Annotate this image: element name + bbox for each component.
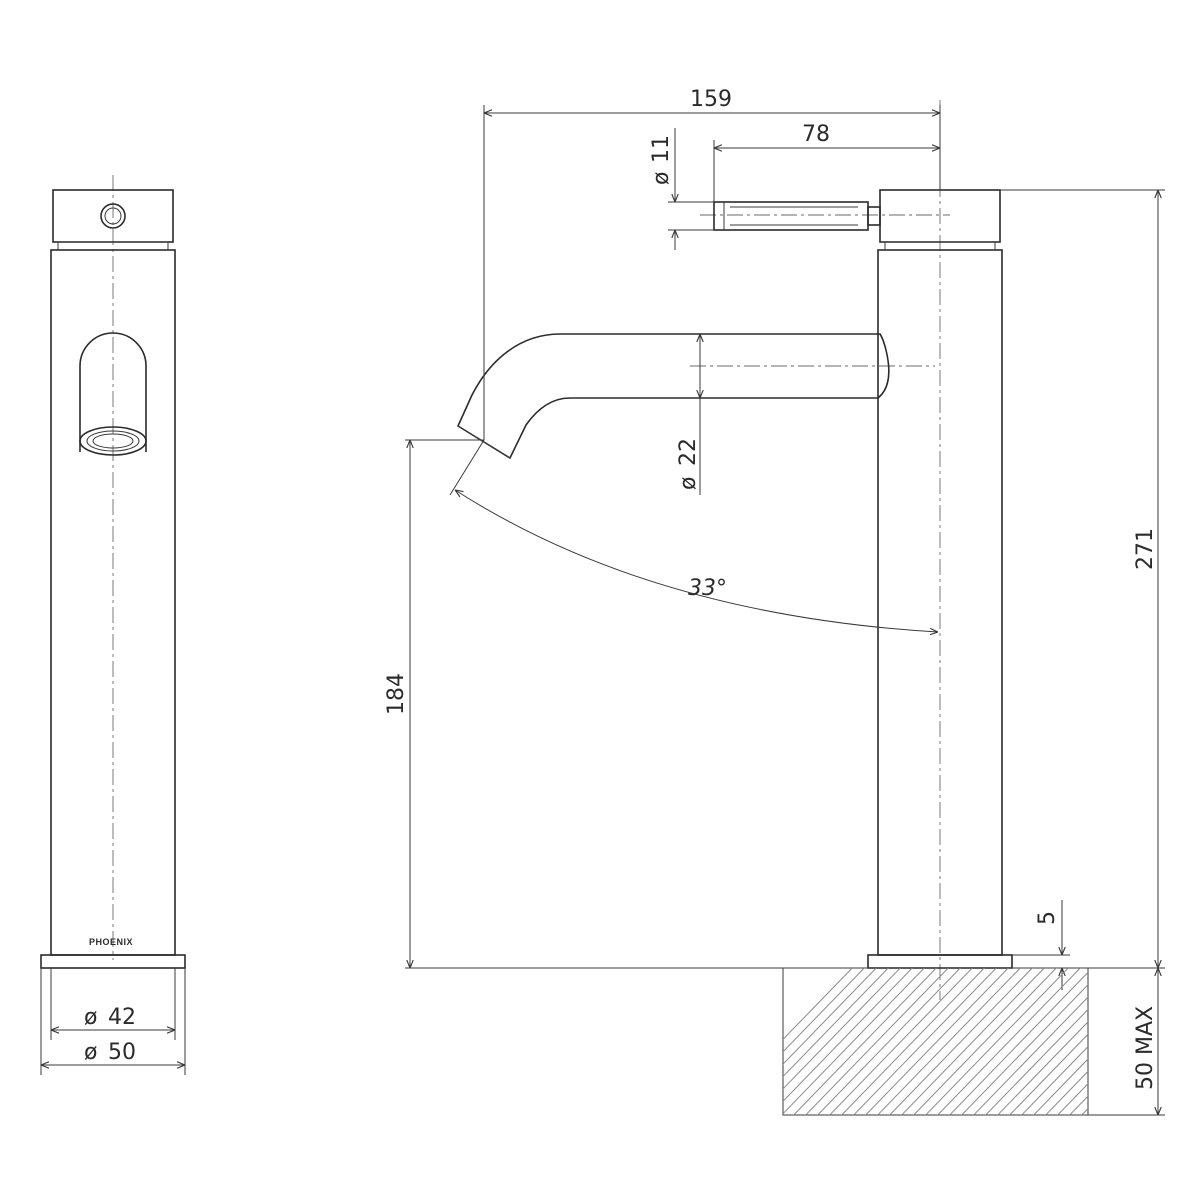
hatch-line bbox=[973, 996, 1088, 1115]
dim-spout-height: 184 bbox=[384, 673, 409, 715]
dim-base-inner-diameter: 42 bbox=[108, 1005, 136, 1030]
pin-handle-lever bbox=[713, 201, 869, 231]
dim-spout-diameter: 22 bbox=[676, 438, 701, 466]
hatch-line bbox=[1033, 1058, 1088, 1115]
diameter-symbol-icon: ø bbox=[649, 172, 674, 185]
dim-handle-diameter: 11 bbox=[649, 135, 674, 163]
hatch-line bbox=[783, 968, 925, 1115]
brand-label: PHOENIX bbox=[89, 937, 133, 947]
hatch-line bbox=[783, 968, 913, 1102]
hatch-line bbox=[961, 984, 1088, 1115]
dim-overall-height: 271 bbox=[1133, 528, 1158, 570]
front-spout-outlet bbox=[79, 332, 147, 452]
hatch-line bbox=[1009, 1033, 1088, 1115]
hatch-line bbox=[925, 968, 1069, 1115]
hatch-line bbox=[817, 968, 961, 1115]
hatch-line bbox=[877, 968, 1021, 1115]
dim-spout-angle: 33° bbox=[688, 576, 727, 601]
dim-base-outer-diameter: 50 bbox=[108, 1040, 136, 1065]
aerator-icon bbox=[79, 426, 147, 456]
hatch-line bbox=[783, 968, 877, 1065]
side-view: ø 11 ø 22 159 78 33° 184 bbox=[384, 87, 1200, 1125]
hatch-line bbox=[1120, 960, 1200, 1125]
hatch-line bbox=[1192, 960, 1200, 1125]
hatch-line bbox=[1045, 1070, 1088, 1115]
hatch-line bbox=[783, 968, 865, 1053]
spout-pipe bbox=[456, 333, 890, 460]
hatch-line bbox=[997, 1021, 1088, 1115]
hatch-line bbox=[901, 968, 1045, 1115]
dim-arc-33deg bbox=[455, 490, 938, 632]
hatch-line bbox=[841, 968, 985, 1115]
bench-hatching bbox=[783, 960, 1200, 1125]
hatch-line bbox=[853, 968, 997, 1115]
hatch-line bbox=[1057, 1083, 1088, 1115]
hatch-line bbox=[1156, 960, 1200, 1125]
hatch-line bbox=[783, 968, 853, 1041]
handle-socket-icon bbox=[100, 203, 126, 229]
hatch-line bbox=[783, 968, 889, 1078]
hatch-line bbox=[793, 968, 937, 1115]
hatch-line bbox=[949, 971, 1088, 1115]
dim-overall-projection: 159 bbox=[690, 87, 732, 112]
hatch-line bbox=[865, 968, 1009, 1115]
hatch-line bbox=[783, 968, 901, 1090]
front-view: PHOENIX ø 42 ø 50 bbox=[40, 175, 186, 1075]
hatch-line bbox=[1069, 1095, 1088, 1115]
diameter-symbol-icon: ø bbox=[84, 1005, 97, 1030]
bench-section bbox=[782, 967, 1089, 1116]
dim-flange-thickness: 5 bbox=[1035, 911, 1060, 925]
front-flange bbox=[40, 954, 186, 969]
hatch-line bbox=[805, 968, 949, 1115]
hatch-line bbox=[829, 968, 973, 1115]
dim-handle-projection: 78 bbox=[802, 122, 830, 147]
hatch-line bbox=[985, 1008, 1088, 1115]
hatch-line bbox=[1168, 960, 1200, 1125]
hatch-line bbox=[1021, 1045, 1088, 1115]
hatch-line bbox=[889, 968, 1033, 1115]
hatch-line bbox=[1180, 960, 1200, 1125]
dim-max-bench-thickness: 50 MAX bbox=[1133, 1006, 1158, 1090]
hatch-line bbox=[937, 968, 1081, 1115]
diameter-symbol-icon: ø bbox=[676, 477, 701, 490]
diameter-symbol-icon: ø bbox=[84, 1040, 97, 1065]
hatch-line bbox=[913, 968, 1057, 1115]
